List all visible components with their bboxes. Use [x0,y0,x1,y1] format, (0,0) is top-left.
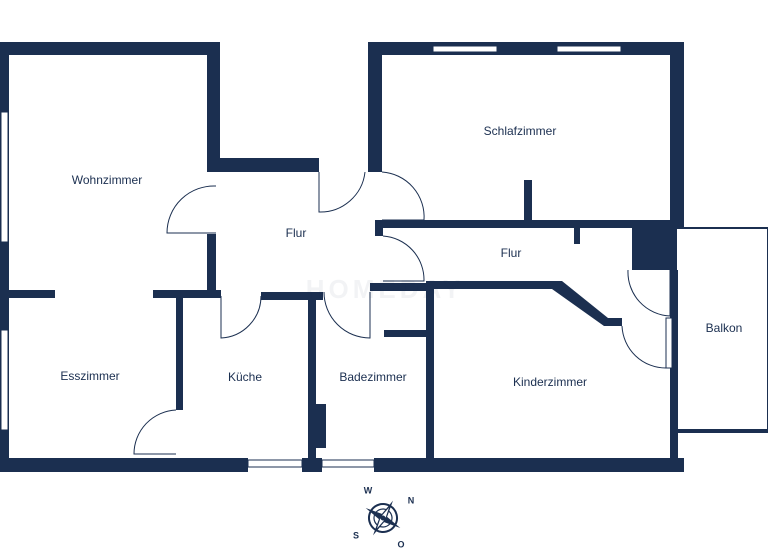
door-kueche [220,295,262,339]
window-schlaf-2 [556,45,622,53]
wall-left-outer [0,42,9,462]
window-kinder-balkon [665,317,673,369]
door-schlafzimmer [381,171,425,221]
wall-kueche-left [176,296,183,410]
wall-kinder-diagonal [552,281,622,326]
wall-bad-inner [384,330,430,337]
room-labels: Wohnzimmer Esszimmer Flur Flur Schlafzim… [60,124,742,389]
wall-kinder-top [426,281,556,289]
wall-wohn-ess-right [153,290,221,298]
wall-flur-stub [375,220,383,236]
balkon [675,227,768,433]
wall-schlaf-left [368,42,382,172]
compass-n: N [408,495,415,505]
wall-kueche-top [261,292,323,300]
label-badezimmer: Badezimmer [339,370,406,384]
compass-o: O [397,539,404,549]
window-bad [321,459,375,468]
wall-bad-shaft [316,404,326,448]
label-flur-left: Flur [286,226,307,240]
compass-s: S [353,530,359,540]
wall-kinder-corner [670,470,684,472]
wall-top-left [0,42,220,55]
wall-bad-right [426,283,434,472]
window-wohnzimmer [0,111,9,243]
compass-w: W [364,485,373,495]
wall-flur-notch [574,228,580,244]
door-balkon [627,269,671,317]
window-kueche [247,459,303,468]
door-kinderzimmer [621,325,667,369]
door-flur-right [382,235,425,282]
windows [0,45,673,468]
door-bad [323,291,371,339]
label-wohnzimmer: Wohnzimmer [72,173,142,187]
compass-rose [365,500,401,536]
wall-schlaf-top [368,42,684,55]
label-kueche: Küche [228,370,262,384]
wall-wohnzimmer-right-lower [207,234,216,296]
wall-bad-top [370,283,430,291]
wall-schlaf-stub [524,180,532,220]
label-balkon: Balkon [706,321,743,335]
walls [0,42,684,472]
wall-schlaf-bottom [382,220,670,228]
wall-wohn-ess-left [9,290,55,298]
watermark: HOMEDAY [306,274,465,304]
label-kinderzimmer: Kinderzimmer [513,375,587,389]
door-esszimmer [133,409,177,455]
wall-flur-top [207,158,319,172]
window-schlaf-1 [432,45,498,53]
label-schlafzimmer: Schlafzimmer [484,124,557,138]
wall-bottom-left [0,458,248,472]
wall-kueche-right [308,292,316,472]
wall-bottom-right [374,458,684,472]
wall-kinder-right [670,270,678,472]
wall-wohnzimmer-right-upper [207,42,220,172]
wall-schlaf-right [670,42,684,228]
door-flur-top [318,171,366,213]
doors [133,171,671,455]
label-flur-right: Flur [501,246,522,260]
door-wohnzimmer [166,185,217,234]
wall-shaft-right [632,228,676,270]
label-esszimmer: Esszimmer [60,369,119,383]
window-esszimmer [0,329,9,431]
